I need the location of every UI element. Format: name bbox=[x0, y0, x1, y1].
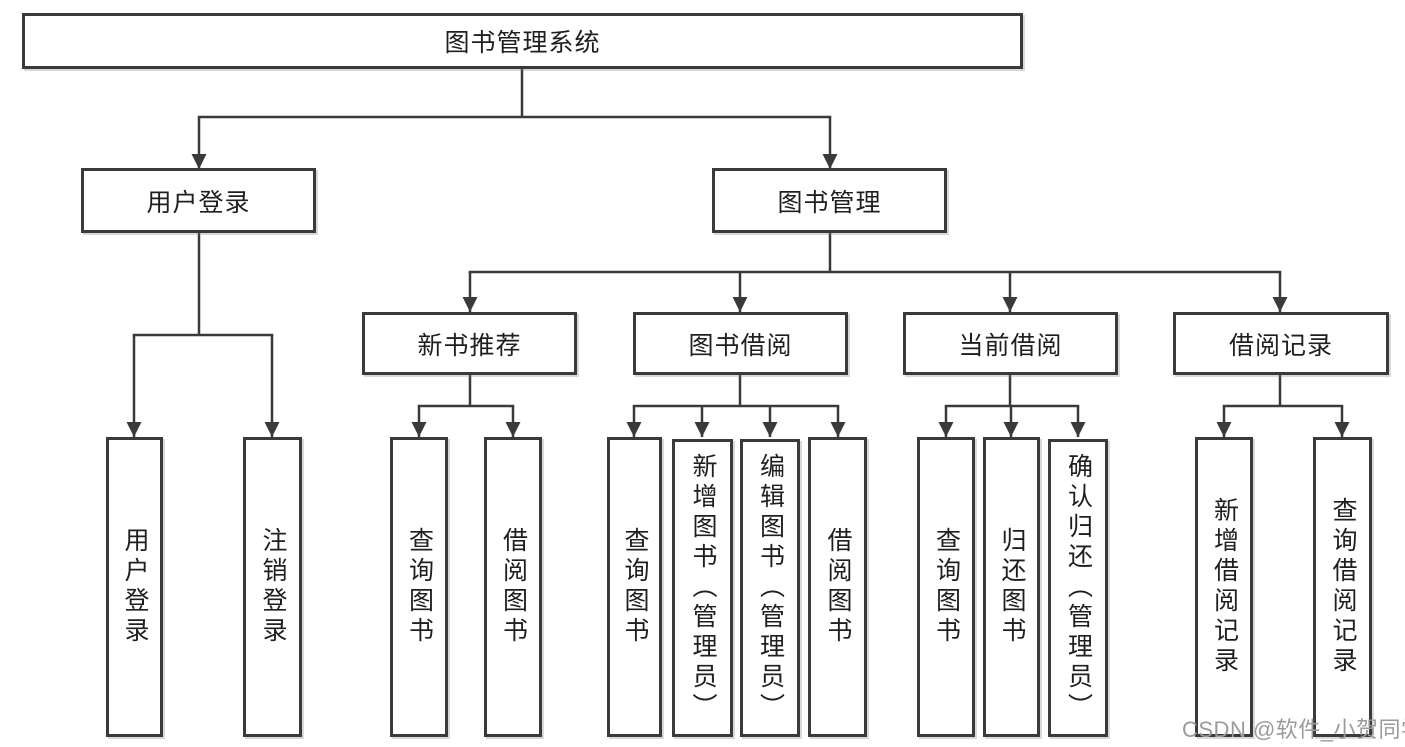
node-book-management: 图书管理 bbox=[712, 168, 947, 233]
leaf-logout: 注销登录 bbox=[243, 437, 302, 737]
leaf-label: 用户登录 bbox=[121, 527, 149, 647]
leaf-label: 编辑图书（管理员） bbox=[756, 453, 785, 723]
leaf-confirm-return-admin: 确认归还（管理员） bbox=[1048, 439, 1108, 737]
node-user-login: 用户登录 bbox=[81, 168, 316, 233]
leaf-label: 查询借阅记录 bbox=[1329, 497, 1357, 677]
leaf-edit-book-admin: 编辑图书（管理员） bbox=[740, 439, 800, 737]
leaf-label: 注销登录 bbox=[259, 527, 287, 647]
node-new-book-recommend: 新书推荐 bbox=[362, 312, 577, 375]
node-book-borrow: 图书借阅 bbox=[633, 312, 848, 375]
leaf-label: 查询图书 bbox=[621, 527, 649, 647]
node-label: 图书管理系统 bbox=[444, 29, 601, 57]
leaf-borrow-books-newbook: 借阅图书 bbox=[484, 437, 542, 737]
leaf-label: 借阅图书 bbox=[824, 527, 852, 647]
node-library-management-system: 图书管理系统 bbox=[22, 13, 1023, 69]
leaf-return-book: 归还图书 bbox=[983, 437, 1040, 737]
leaf-user-login: 用户登录 bbox=[106, 437, 163, 737]
node-label: 当前借阅 bbox=[958, 331, 1063, 360]
leaf-query-books-borrow: 查询图书 bbox=[607, 437, 662, 737]
leaf-label: 新增图书（管理员） bbox=[689, 453, 717, 723]
leaf-add-book-admin: 新增图书（管理员） bbox=[672, 439, 733, 737]
node-label: 图书管理 bbox=[777, 188, 882, 217]
leaf-label: 确认归还（管理员） bbox=[1064, 453, 1093, 723]
leaf-label: 查询图书 bbox=[405, 527, 434, 647]
leaf-query-books-current: 查询图书 bbox=[917, 437, 975, 737]
leaf-query-borrow-record: 查询借阅记录 bbox=[1313, 437, 1372, 737]
leaf-label: 新增借阅记录 bbox=[1210, 497, 1239, 677]
node-borrow-records: 借阅记录 bbox=[1173, 312, 1389, 375]
node-label: 借阅记录 bbox=[1228, 331, 1333, 360]
node-label: 图书借阅 bbox=[688, 331, 793, 360]
leaf-label: 借阅图书 bbox=[499, 527, 528, 647]
leaf-borrow-books-borrow: 借阅图书 bbox=[808, 437, 867, 737]
leaf-add-borrow-record: 新增借阅记录 bbox=[1195, 437, 1253, 737]
leaf-label: 查询图书 bbox=[932, 527, 961, 647]
leaf-query-books-newbook: 查询图书 bbox=[390, 437, 448, 737]
node-label: 新书推荐 bbox=[417, 331, 522, 360]
node-label: 用户登录 bbox=[146, 188, 251, 217]
node-current-borrow: 当前借阅 bbox=[903, 312, 1118, 375]
leaf-label: 归还图书 bbox=[998, 527, 1026, 647]
